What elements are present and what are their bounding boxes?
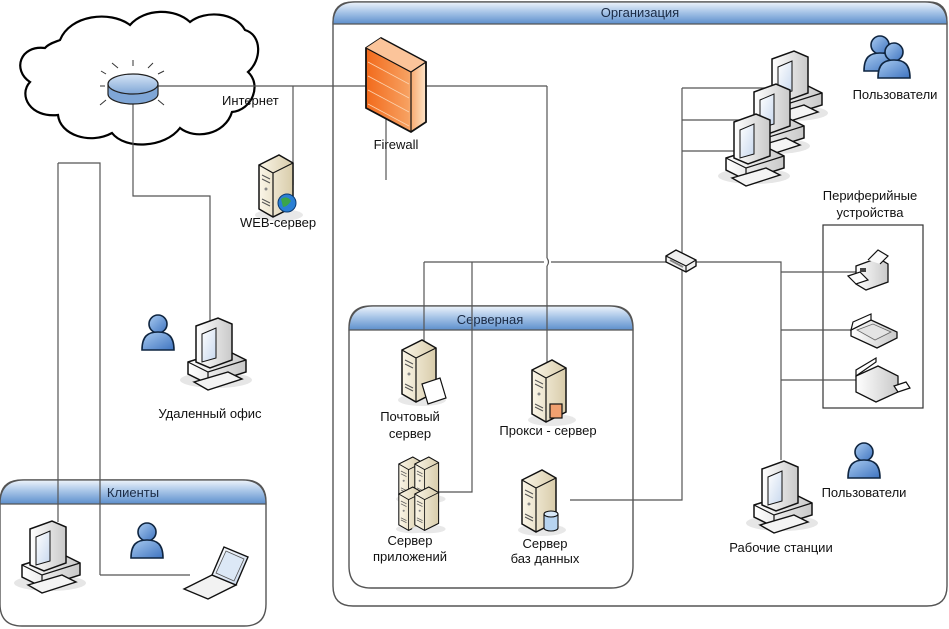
proxy-server-icon[interactable] <box>527 359 577 427</box>
users-top-label: Пользователи <box>853 87 938 102</box>
switch-icon[interactable] <box>665 249 697 273</box>
internet-label: Интернет <box>222 93 279 108</box>
peripherals-label-line2: устройства <box>837 205 905 220</box>
printer-icon[interactable] <box>846 249 889 291</box>
copier-icon[interactable] <box>855 356 911 403</box>
db-server-label-line1: Сервер <box>522 536 567 551</box>
web-server-icon[interactable] <box>254 154 304 222</box>
mail-server-icon[interactable] <box>397 339 447 407</box>
mail-server-label-line2: сервер <box>389 426 431 441</box>
laptop-icon[interactable] <box>182 546 249 600</box>
remote-office-label: Удаленный офис <box>158 406 262 421</box>
remote-office-workstation-icon[interactable] <box>179 317 253 391</box>
db-server-label-line2: баз данных <box>511 551 580 566</box>
server-room-title: Серверная <box>457 312 524 327</box>
app-server-label-line1: Сервер <box>387 533 432 548</box>
peripherals-box <box>822 224 924 409</box>
app-server-label-line2: приложений <box>373 549 447 564</box>
firewall-icon[interactable] <box>365 36 428 134</box>
proxy-server-label: Прокси - сервер <box>499 423 596 438</box>
clients-title: Клиенты <box>107 485 159 500</box>
remote-office-user-icon <box>141 314 175 351</box>
web-server-label: WEB-сервер <box>240 215 316 230</box>
router-icon[interactable] <box>99 60 165 106</box>
peripherals-label-line1: Периферийные <box>823 188 918 203</box>
firewall-label: Firewall <box>374 137 419 152</box>
workstations-label: Рабочие станции <box>729 540 832 555</box>
app-server-icon[interactable] <box>395 456 447 534</box>
scanner-icon[interactable] <box>850 313 898 349</box>
organization-title: Организация <box>601 5 679 20</box>
users-bottom-label: Пользователи <box>822 485 907 500</box>
database-server-icon[interactable] <box>517 469 567 537</box>
mail-server-label-line1: Почтовый <box>380 409 440 424</box>
